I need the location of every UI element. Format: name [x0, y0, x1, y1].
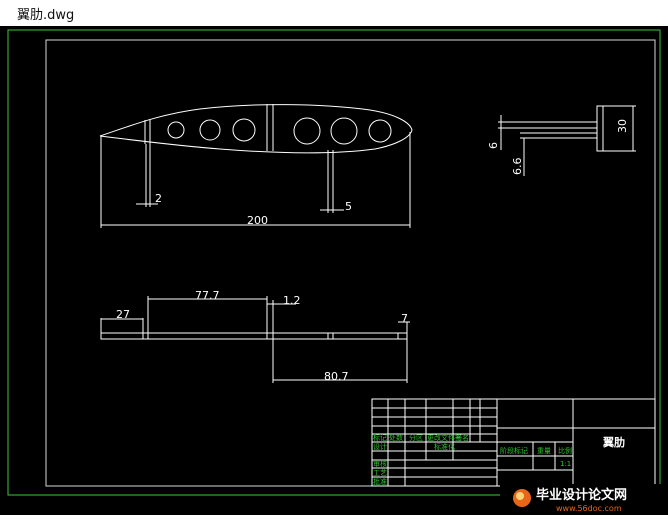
tb-cell: 1:1	[560, 460, 571, 468]
tb-cell: 工艺	[373, 469, 387, 477]
tb-cell: 审核	[373, 459, 387, 468]
dim-label: 5	[345, 200, 352, 213]
dim-label: 2	[155, 192, 162, 205]
tb-cell: 更改文件号	[427, 433, 462, 442]
tb-cell: 设计	[373, 442, 387, 451]
dim-label: 30	[616, 119, 629, 133]
outer-frame	[7, 29, 661, 496]
lightening-hole-3	[232, 118, 256, 142]
lightening-hole-1	[167, 121, 185, 139]
dim-label: 200	[247, 214, 268, 227]
dim-label: 80.7	[324, 370, 349, 383]
watermark-url: www.56doc.com	[556, 504, 622, 513]
document-title[interactable]: 翼肋.dwg	[17, 8, 75, 23]
lightening-hole-2	[199, 119, 221, 141]
dim-label: 77.7	[195, 289, 220, 302]
cad-drawing-canvas[interactable]: 2 5 200 30 6 6.6	[0, 26, 668, 515]
part-name: 翼肋	[602, 435, 625, 449]
watermark-text: 毕业设计论文网	[536, 487, 627, 503]
dim-label: 7	[401, 312, 408, 325]
dim-label: 6	[487, 142, 500, 149]
rib-plan-view	[100, 296, 410, 383]
tb-cell: 重量	[537, 447, 551, 455]
rib-side-view	[498, 105, 636, 176]
tb-cell: 标记	[373, 433, 387, 442]
lightening-hole-6	[368, 119, 392, 143]
tb-cell: 比例	[558, 446, 572, 455]
tb-cell: 分区	[409, 433, 423, 442]
dim-label: 27	[116, 308, 130, 321]
lightening-hole-5	[330, 117, 358, 145]
drawing-svg: 2 5 200 30 6 6.6	[7, 29, 666, 514]
title-block-labels: 标记 处数 分区 更改文件号 签名 设计 标准化 审核 工艺 批准 阶段标记 重…	[373, 433, 572, 486]
airfoil-outline	[99, 104, 413, 154]
dim-label: 1.2	[283, 294, 301, 307]
tb-cell: 处数	[389, 433, 403, 442]
tb-cell: 签名	[455, 433, 469, 442]
tb-cell: 批准	[373, 477, 387, 486]
dim-label: 6.6	[511, 158, 524, 176]
document-tab-bar: 翼肋.dwg	[0, 0, 668, 26]
tb-cell: 阶段标记	[500, 446, 528, 455]
tb-cell: 标准化	[434, 442, 455, 451]
drawing-border	[45, 39, 656, 487]
watermark: 毕业设计论文网 www.56doc.com	[500, 484, 666, 514]
lightening-hole-4	[293, 117, 321, 145]
airfoil-rib-view	[99, 104, 413, 228]
